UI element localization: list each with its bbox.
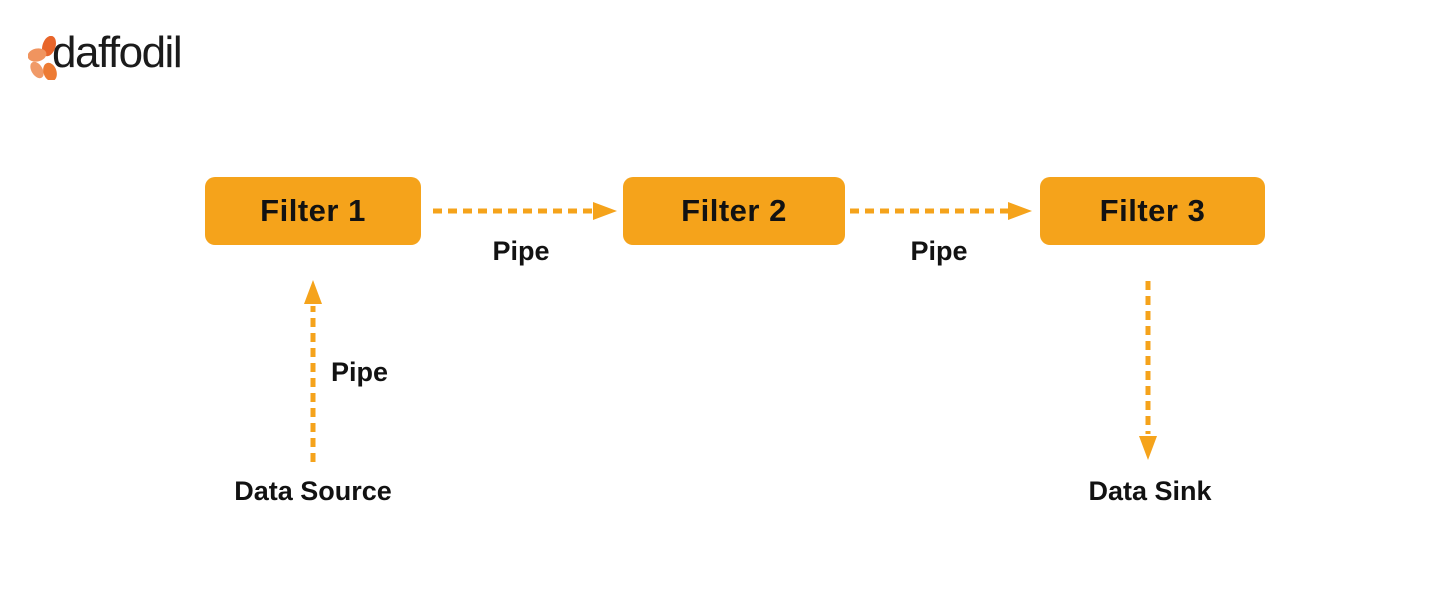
daffodil-flower-icon — [28, 36, 57, 80]
pipe-label-filter1-filter2: Pipe — [492, 236, 550, 266]
node-filter-3: Filter 3 — [1040, 177, 1265, 245]
pipe-label-source-filter1: Pipe — [331, 357, 389, 387]
pipe-arrow-filter3-to-sink — [1139, 281, 1157, 460]
pipe-arrow-filter2-to-filter3 — [850, 202, 1032, 220]
data-sink-label: Data Sink — [1088, 476, 1212, 506]
node-filter-1-label: Filter 1 — [260, 193, 366, 228]
data-source-label: Data Source — [234, 476, 392, 506]
node-filter-2-label: Filter 2 — [681, 193, 787, 228]
pipe-label-filter2-filter3: Pipe — [910, 236, 968, 266]
node-filter-1: Filter 1 — [205, 177, 421, 245]
brand-name: daffodil — [52, 28, 183, 77]
pipe-arrow-filter1-to-filter2 — [433, 202, 617, 220]
pipe-arrow-source-to-filter1 — [304, 280, 322, 462]
node-filter-3-label: Filter 3 — [1099, 193, 1206, 228]
node-filter-2: Filter 2 — [623, 177, 845, 245]
